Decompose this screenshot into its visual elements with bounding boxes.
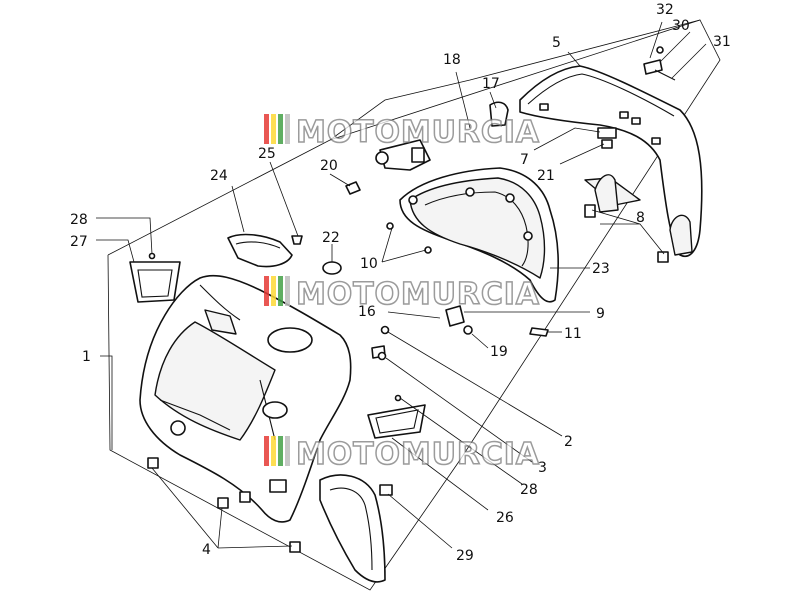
- part-washer-19: [463, 325, 473, 335]
- callout-19: 19: [490, 344, 508, 360]
- callout-21: 21: [537, 168, 555, 184]
- callout-7: 7: [520, 152, 529, 168]
- callout-9: 9: [596, 306, 605, 322]
- callout-25: 25: [258, 146, 276, 162]
- callout-1: 1: [82, 349, 91, 365]
- callout-18: 18: [443, 52, 461, 68]
- callout-8: 8: [636, 210, 645, 226]
- callout-20: 20: [320, 158, 338, 174]
- part-small-cover: [227, 233, 293, 268]
- callout-29: 29: [456, 548, 474, 564]
- part-clip-29: [379, 484, 393, 496]
- callout-23: 23: [592, 261, 610, 277]
- callout-10: 10: [360, 256, 378, 272]
- watermark-text: MOTOMURCIA: [296, 115, 541, 150]
- part-clip-20: [345, 181, 361, 195]
- callout-27: 27: [70, 234, 88, 250]
- part-small-hardware: [643, 46, 676, 81]
- callout-3: 3: [538, 460, 547, 476]
- part-screw-11: [529, 327, 549, 337]
- assembly-frame-left: [107, 19, 721, 591]
- callout-24: 24: [210, 168, 228, 184]
- callout-28-right: 28: [520, 482, 538, 498]
- callout-22: 22: [322, 230, 340, 246]
- part-tray-right: [367, 394, 426, 439]
- callout-labels: 32 30 31 5 18 17 7 21 25 20 24 8 28 27 2…: [70, 2, 731, 564]
- part-clip-4c: [289, 541, 301, 553]
- callout-2: 2: [564, 434, 573, 450]
- part-screw-10a: [386, 222, 394, 230]
- callout-26: 26: [496, 510, 514, 526]
- watermark-text: MOTOMURCIA: [296, 277, 541, 312]
- callout-4: 4: [202, 542, 211, 558]
- part-latch-mechanism: [375, 101, 509, 171]
- callout-32: 32: [656, 2, 674, 18]
- callout-28-left: 28: [70, 212, 88, 228]
- leader-lines: [96, 21, 707, 549]
- watermark-top: MOTOMURCIA: [264, 114, 541, 151]
- callout-30: 30: [672, 18, 690, 34]
- part-grommet: [322, 261, 342, 275]
- part-tray-left: [129, 252, 181, 303]
- watermark-middle: MOTOMURCIA: [264, 276, 541, 313]
- callout-17: 17: [482, 76, 500, 92]
- callout-31: 31: [713, 34, 731, 50]
- watermark-text: MOTOMURCIA: [296, 437, 541, 472]
- callout-11: 11: [564, 326, 582, 342]
- part-inner-panel: [399, 167, 560, 303]
- callout-16: 16: [358, 304, 376, 320]
- part-screw-25: [291, 235, 303, 245]
- callout-5: 5: [552, 35, 561, 51]
- part-upper-cowl: [519, 65, 703, 263]
- assembly-frame-top: [329, 19, 701, 141]
- part-clip-4a: [147, 457, 159, 469]
- part-screw-2a: [380, 325, 390, 335]
- watermark-bottom: MOTOMURCIA: [264, 436, 541, 473]
- part-clips: [597, 127, 617, 149]
- part-leg-shield: [139, 274, 352, 523]
- part-lower-cover: [319, 474, 386, 583]
- part-clip-4b: [217, 497, 229, 509]
- part-screw-3: [377, 351, 387, 361]
- part-clip-9: [445, 305, 465, 327]
